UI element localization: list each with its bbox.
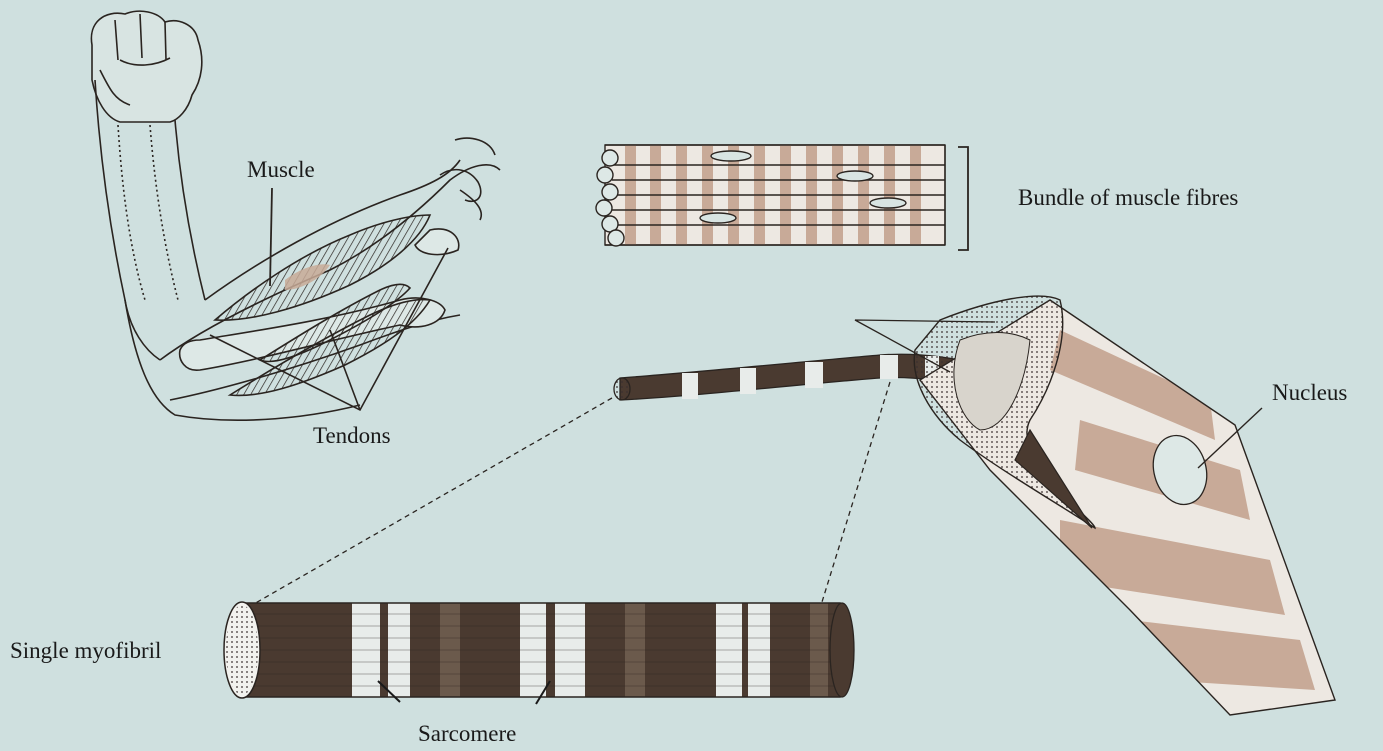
label-tendons: Tendons [313, 424, 391, 447]
myofibril-strand [240, 354, 990, 612]
single-myofibril [224, 602, 854, 704]
label-sarcomere: Sarcomere [418, 722, 516, 745]
arm-illustration [91, 11, 500, 420]
label-muscle: Muscle [247, 158, 315, 181]
fibre-bundle [596, 145, 968, 250]
label-bundle-of-muscle-fibres: Bundle of muscle fibres [1018, 186, 1238, 209]
label-nucleus: Nucleus [1272, 381, 1347, 404]
label-single-myofibril: Single myofibril [10, 639, 161, 662]
muscle-fibre [855, 290, 1350, 730]
